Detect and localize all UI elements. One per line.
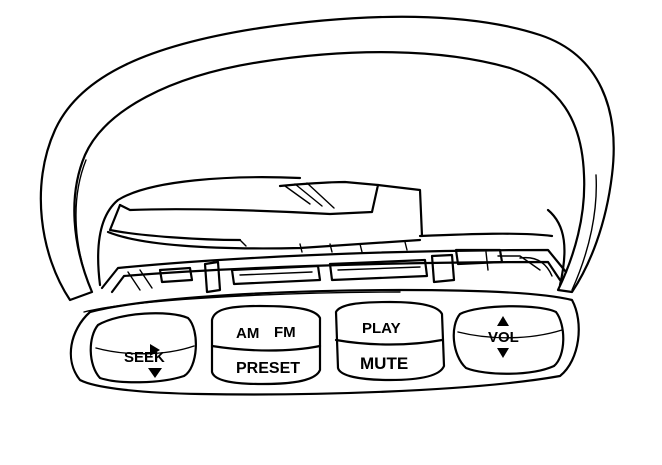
seek-down-arrow-icon xyxy=(148,368,162,378)
volume-button[interactable]: VOL xyxy=(452,305,565,375)
volume-label: VOL xyxy=(488,329,519,346)
seek-up-arrow-icon xyxy=(150,344,160,356)
volume-up-arrow-icon xyxy=(497,316,509,326)
fm-label: FM xyxy=(274,324,296,341)
volume-down-arrow-icon xyxy=(497,348,509,358)
play-label: PLAY xyxy=(362,320,401,337)
seek-button[interactable]: SEEK xyxy=(89,312,197,384)
housing-shell xyxy=(39,15,615,302)
mute-label: MUTE xyxy=(360,354,408,373)
preset-label: PRESET xyxy=(236,360,300,377)
inner-cavity xyxy=(97,176,566,287)
control-panel: SEEK AM FM PRESET PLAY MUTE VOL xyxy=(69,288,580,396)
play-mute-button[interactable]: PLAY MUTE xyxy=(334,300,446,382)
band-preset-button[interactable]: AM FM PRESET xyxy=(210,304,322,386)
seek-label: SEEK xyxy=(124,349,165,366)
mechanism-rail xyxy=(100,241,568,294)
am-label: AM xyxy=(236,325,259,342)
